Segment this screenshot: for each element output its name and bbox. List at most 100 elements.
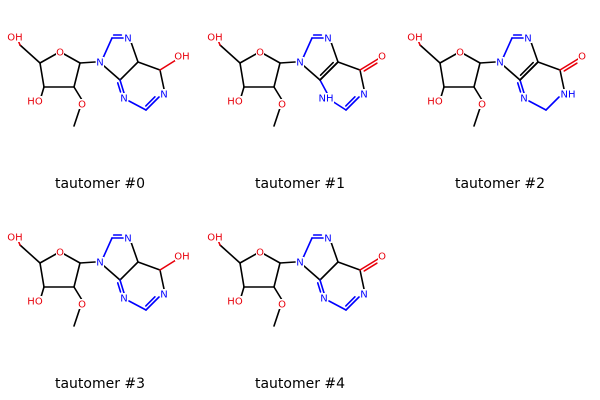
bond-line — [273, 286, 283, 301]
bond-line — [319, 61, 339, 81]
bond-line — [73, 62, 81, 88]
bond-line — [319, 261, 339, 281]
bond-line — [39, 62, 45, 88]
bond-line — [73, 86, 83, 101]
bond-line — [103, 265, 121, 281]
atom-label-background — [278, 299, 286, 309]
bond-line — [145, 296, 156, 307]
atom-label-background — [256, 47, 264, 57]
bond-line — [359, 69, 365, 90]
atom-label-background — [296, 57, 304, 67]
bond-line — [545, 96, 560, 111]
bond-line — [273, 86, 283, 101]
hydroxyl-label: OH — [7, 233, 22, 244]
nitrogen-label: N — [320, 294, 327, 305]
bond-line — [473, 62, 481, 88]
bond-line — [145, 96, 160, 111]
bond-line — [537, 61, 561, 71]
nitrogen-label: N — [360, 290, 367, 301]
atom-label-background — [175, 51, 189, 61]
atom-label-background — [228, 96, 242, 106]
bond-line — [137, 61, 161, 71]
bond-line — [73, 307, 81, 327]
bond-line — [302, 37, 313, 59]
bond-line — [559, 58, 579, 71]
bond-line — [279, 61, 296, 64]
carbonyl-oxygen-label: O — [378, 252, 386, 263]
bond-line — [359, 269, 365, 290]
atom-label-background — [324, 233, 332, 243]
bond-line — [463, 53, 481, 64]
nitrogen-label: N — [360, 90, 367, 101]
nitrogen-label: N — [120, 94, 127, 105]
hydroxyl-label: HO — [427, 97, 443, 108]
nitrogen-label: N — [496, 58, 503, 69]
bond-line — [159, 69, 165, 90]
atom-label-background — [378, 51, 386, 61]
atom-label-background — [278, 99, 286, 109]
carbonyl-oxygen-label: O — [578, 52, 586, 63]
methoxy-oxygen-label: O — [278, 300, 286, 311]
tautomer-label: tautomer #2 — [454, 176, 546, 192]
atom-label-background — [160, 89, 168, 99]
bond-line — [159, 259, 177, 271]
atom-label-background — [96, 257, 104, 267]
bond-line — [345, 296, 360, 311]
atom-label-background — [78, 99, 86, 109]
atom-label-background — [524, 33, 532, 43]
bond-line — [130, 241, 139, 263]
tautomer-label: tautomer #1 — [254, 176, 346, 192]
atom-label-background — [160, 289, 168, 299]
nitrogen-label: N — [124, 34, 131, 45]
atom-label-background — [124, 33, 132, 43]
atom-label-background — [456, 47, 464, 57]
bond-line — [19, 44, 41, 64]
nitrogen-label: N — [160, 90, 167, 101]
atom-label-background — [520, 93, 528, 103]
bond-line — [240, 86, 245, 98]
bond-line — [145, 96, 156, 107]
bond-line — [328, 300, 347, 311]
bond-line — [440, 86, 445, 98]
bond-line — [73, 262, 81, 288]
bond-line — [273, 107, 281, 127]
bond-line — [319, 279, 325, 294]
bond-line — [363, 262, 378, 272]
atom-label-background — [378, 251, 386, 261]
bond-line — [303, 65, 321, 81]
atom-label-background — [296, 257, 304, 267]
atom-label-background — [124, 233, 132, 243]
nitrogen-label: N — [124, 234, 131, 245]
bond-line — [116, 282, 122, 293]
bond-line — [63, 253, 81, 264]
bond-line — [479, 61, 496, 64]
bond-line — [159, 269, 165, 290]
bond-line — [502, 37, 513, 59]
atom-label-background — [324, 33, 332, 43]
bond-line — [40, 286, 45, 298]
tautomer-label: tautomer #4 — [254, 376, 346, 392]
bond-line — [128, 100, 147, 111]
hydroxyl-label: OH — [207, 33, 222, 44]
hydroxyl-label: OH — [174, 52, 189, 63]
bond-line — [219, 244, 241, 264]
atom-label-background — [8, 232, 22, 242]
bond-line — [439, 53, 457, 64]
nh-label: NH — [561, 90, 576, 101]
bond-line — [303, 265, 321, 281]
bond-line — [39, 262, 45, 288]
bond-line — [559, 69, 565, 90]
hydroxyl-label: HO — [227, 297, 243, 308]
bond-line — [239, 62, 245, 88]
bond-line — [330, 41, 339, 63]
bond-line — [273, 307, 281, 327]
atom-label-background — [56, 47, 64, 57]
atom-label-background — [208, 232, 222, 242]
nitrogen-label: N — [324, 234, 331, 245]
